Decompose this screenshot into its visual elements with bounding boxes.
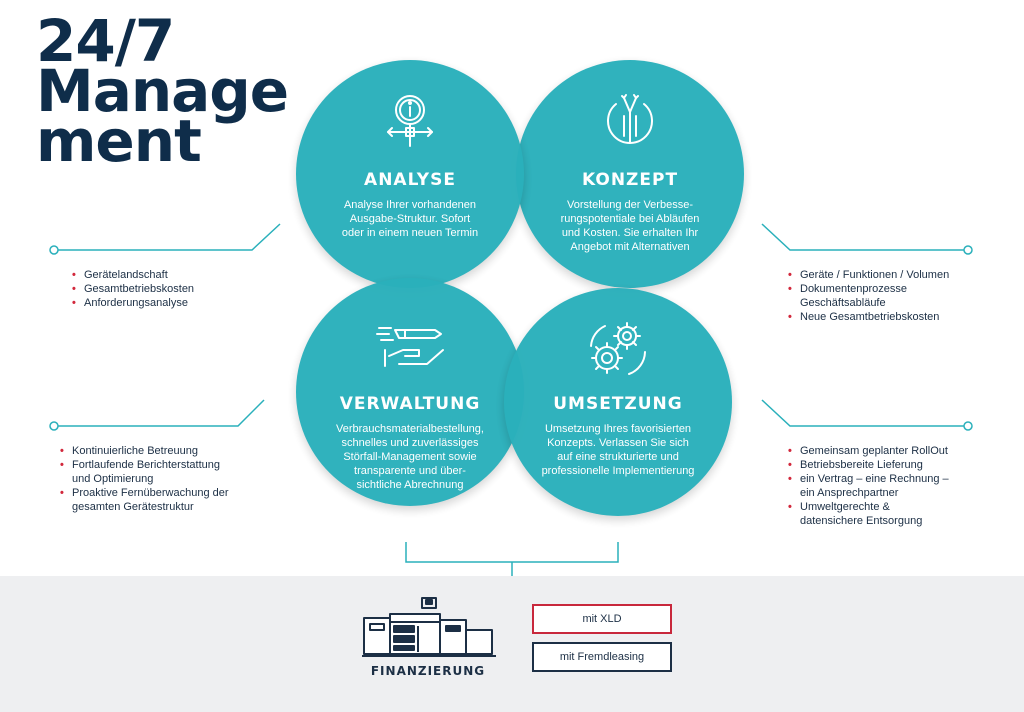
list-umsetzung-details: Gemeinsam geplanter RollOut Betriebsbere… [788, 444, 949, 528]
list-item: Gerätelandschaft [72, 268, 194, 282]
list-item: Geräte / Funktionen / Volumen [788, 268, 949, 282]
arrows-shield-icon [607, 94, 653, 144]
financing-section [0, 576, 1024, 712]
list-item-line: Fortlaufende Berichterstattung [72, 459, 220, 471]
list-verwaltung-details: Kontinuierliche Betreuung Fortlaufende B… [60, 444, 229, 514]
list-item: Proaktive Fernüberwachung der gesamten Ge… [60, 486, 229, 514]
list-item: Fortlaufende Berichterstattung und Optimi… [60, 458, 229, 486]
magnifier-info-icon [387, 95, 433, 147]
list-item-line: Dokumentenprozesse [800, 283, 908, 295]
umsetzung-line: professionelle Implementierung [541, 465, 695, 477]
umsetzung-line: Umsetzung Ihres favorisierten [544, 423, 692, 435]
list-item-line: ein Ansprechpartner [800, 487, 899, 499]
option-xld-button[interactable]: mit XLD [532, 604, 672, 634]
umsetzung-line: Konzepts. Verlassen Sie sich [547, 437, 689, 449]
list-item: Gesamtbetriebskosten [72, 282, 194, 296]
circle-umsetzung: UMSETZUNG Umsetzung Ihres favorisierten … [504, 288, 732, 516]
title-line-1: 24/7 [36, 7, 175, 75]
hand-pen-icon [376, 327, 444, 367]
konzept-line: rungspotentiale bei Abläufen [560, 213, 700, 225]
analyse-line: Ausgabe-Struktur. Sofort [349, 213, 471, 225]
list-item-line: und Optimierung [72, 473, 154, 485]
printer-icon [362, 597, 496, 657]
financing-label: FINANZIERUNG [370, 664, 486, 678]
list-item: Umweltgerechte & datensichere Entsorgung [788, 500, 949, 528]
list-konzept-details: Geräte / Funktionen / Volumen Dokumenten… [788, 268, 949, 324]
umsetzung-line: auf eine strukturierte und [557, 451, 679, 463]
list-item: Neue Gesamtbetriebskosten [788, 310, 949, 324]
title-line-3: ment [36, 107, 202, 175]
title-line-2: Manage [36, 57, 289, 125]
verwaltung-line: Verbrauchsmaterialbestellung, [336, 423, 484, 435]
verwaltung-line: sichtliche Abrechnung [356, 479, 464, 491]
konzept-description: Vorstellung der Verbesse- rungspotential… [546, 198, 714, 254]
verwaltung-heading: VERWALTUNG [339, 394, 481, 414]
list-analyse-details: Gerätelandschaft Gesamtbetriebskosten An… [72, 268, 194, 310]
list-item-line: gesamten Gerätestruktur [72, 501, 194, 513]
list-item: Anforderungsanalyse [72, 296, 194, 310]
list-item-line: Proaktive Fernüberwachung der [72, 487, 229, 499]
verwaltung-line: Störfall-Management sowie [343, 451, 477, 463]
circle-konzept: KONZEPT Vorstellung der Verbesse- rungsp… [516, 60, 744, 288]
konzept-line: Vorstellung der Verbesse- [567, 199, 693, 211]
konzept-heading: KONZEPT [581, 170, 679, 190]
list-item-line: datensichere Entsorgung [800, 515, 923, 527]
verwaltung-line: transparente und über- [354, 465, 466, 477]
list-item: ein Vertrag – eine Rechnung – ein Ansprec… [788, 472, 949, 500]
list-item-line: ein Vertrag – eine Rechnung – [800, 473, 949, 485]
konzept-line: Angebot mit Alternativen [570, 241, 690, 253]
verwaltung-line: schnelles und zuverlässiges [341, 437, 479, 449]
umsetzung-description: Umsetzung Ihres favorisierten Konzepts. … [524, 422, 712, 478]
list-item-line: Umweltgerechte & [800, 501, 890, 513]
list-item: Gemeinsam geplanter RollOut [788, 444, 949, 458]
konzept-line: und Kosten. Sie erhalten Ihr [561, 227, 699, 239]
list-item: Betriebsbereite Lieferung [788, 458, 949, 472]
list-item: Kontinuierliche Betreuung [60, 444, 229, 458]
circle-analyse: ANALYSE Analyse Ihrer vorhandenen Ausgab… [296, 60, 524, 288]
verwaltung-description: Verbrauchsmaterialbestellung, schnelles … [316, 422, 504, 492]
umsetzung-heading: UMSETZUNG [553, 394, 683, 414]
analyse-heading: ANALYSE [364, 170, 456, 190]
list-item-line: Geschäftsabläufe [800, 297, 886, 309]
analyse-line: oder in einem neuen Termin [341, 227, 479, 239]
circle-verwaltung: VERWALTUNG Verbrauchsmaterialbestellung,… [296, 278, 524, 506]
option-fremdleasing-button[interactable]: mit Fremdleasing [532, 642, 672, 672]
analyse-line: Analyse Ihrer vorhandenen [343, 199, 477, 211]
page-title: 24/7 Manage ment [36, 7, 289, 175]
gears-icon [590, 322, 646, 375]
analyse-description: Analyse Ihrer vorhandenen Ausgabe-Strukt… [326, 198, 494, 240]
